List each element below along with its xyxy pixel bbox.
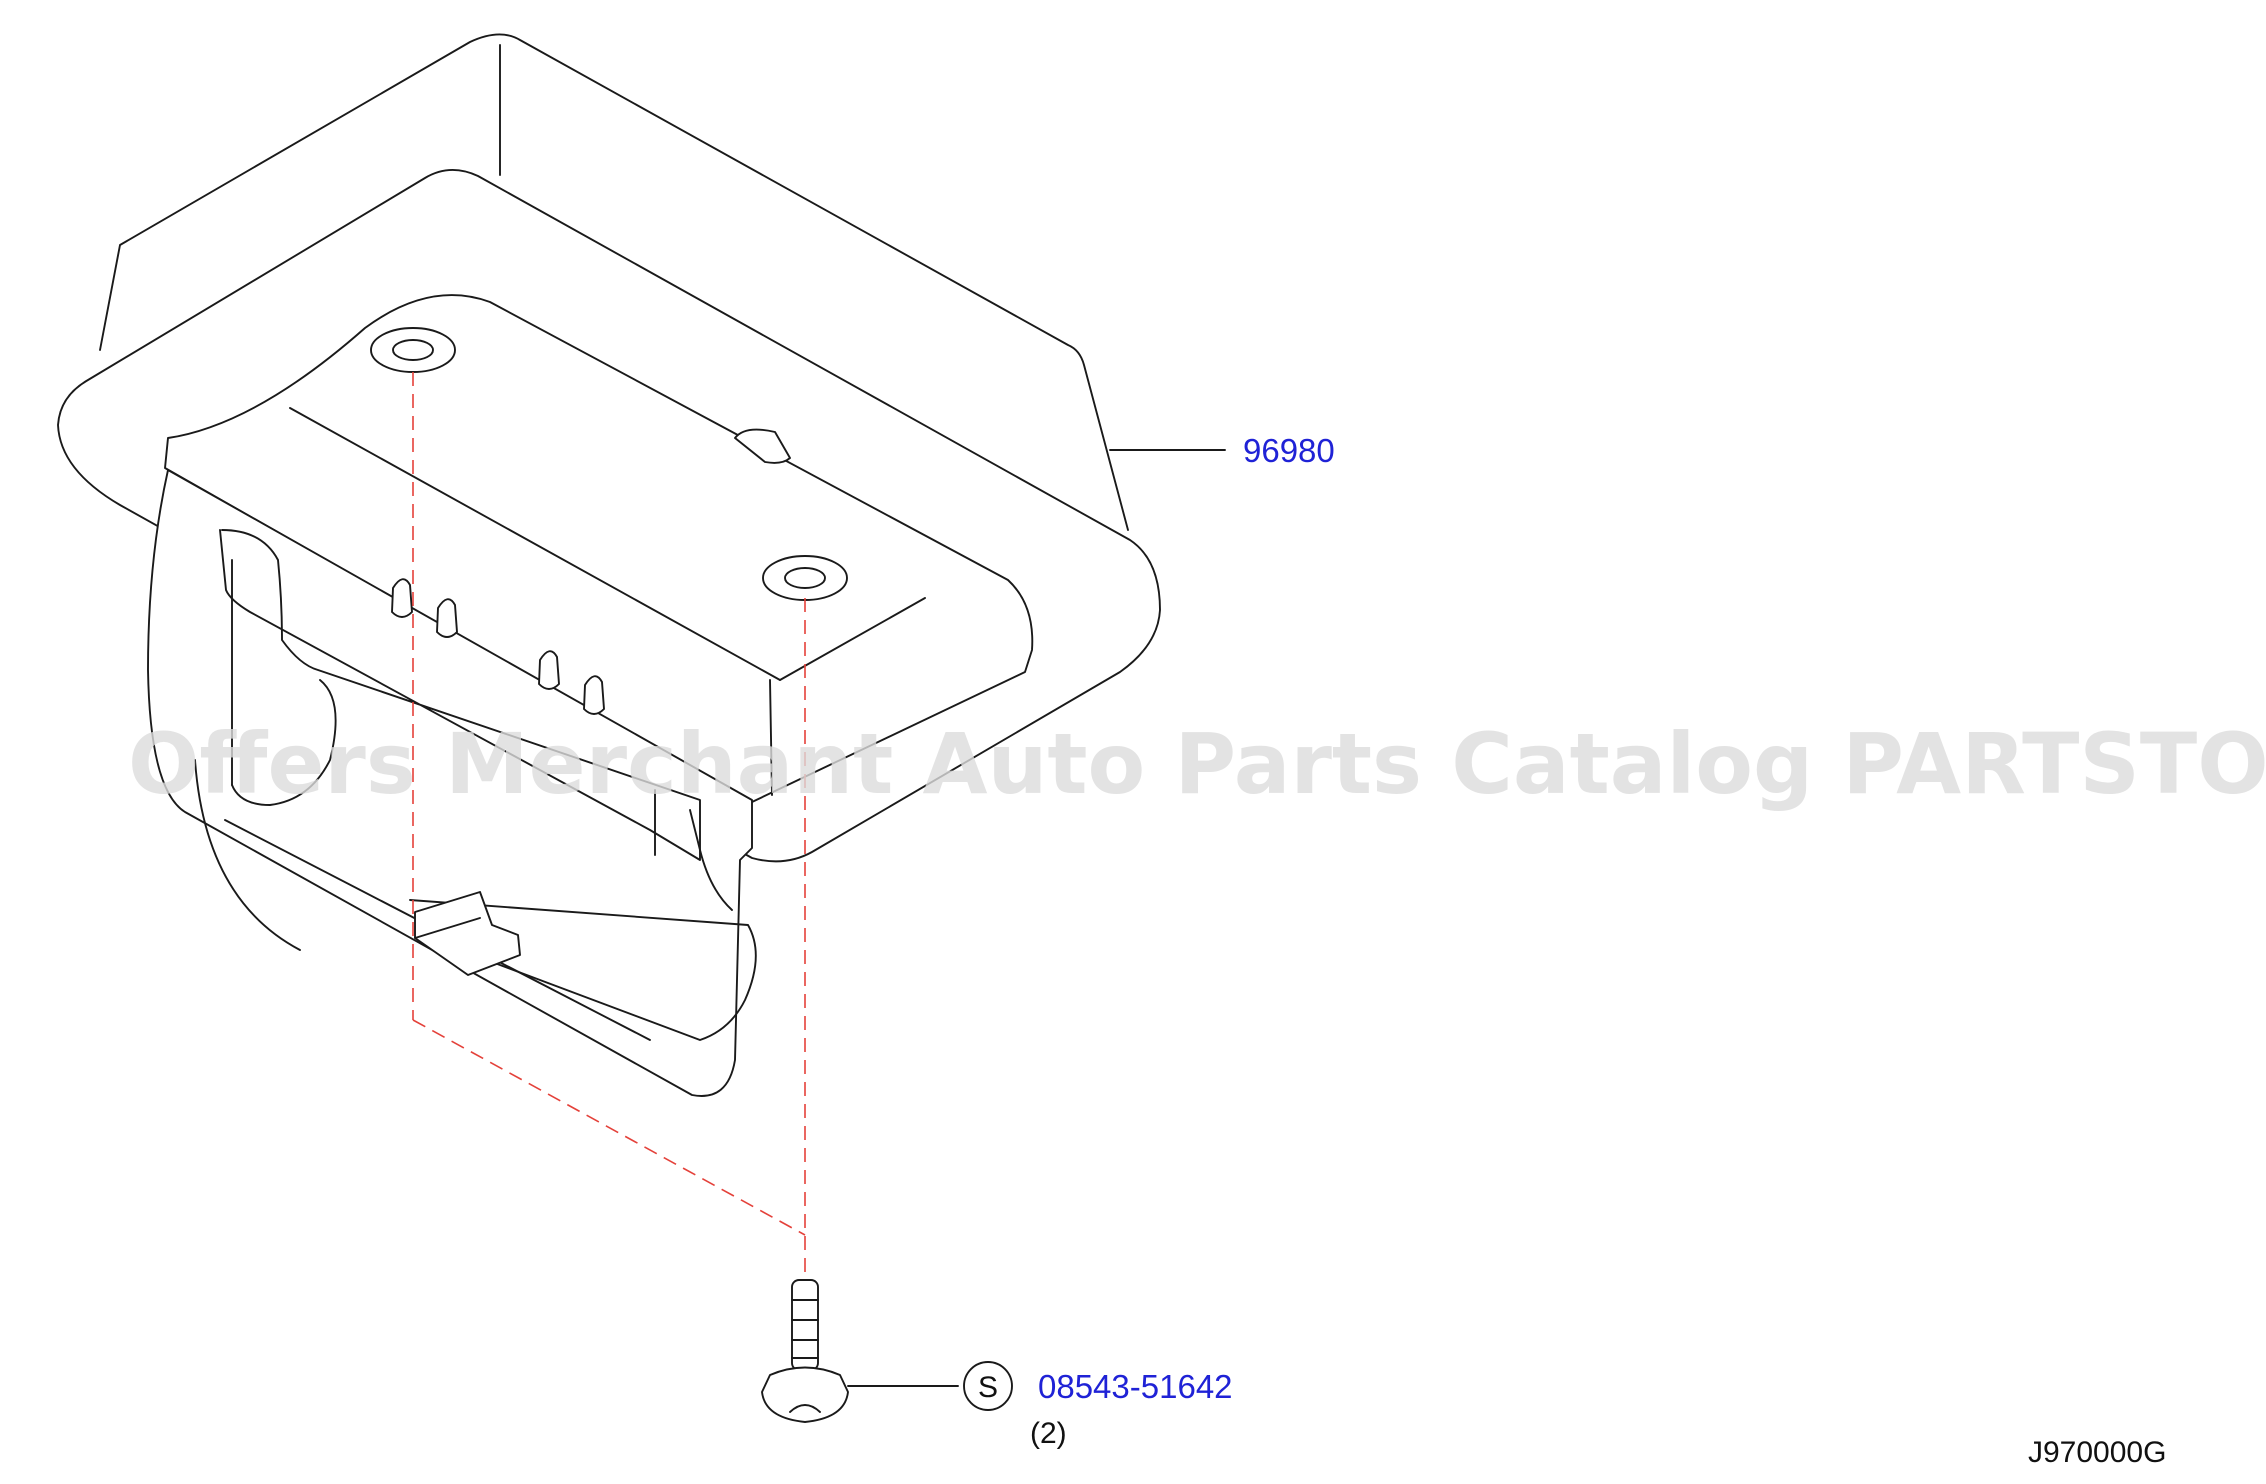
part-number-96980[interactable]: 96980	[1243, 432, 1335, 469]
screw-quantity: (2)	[1030, 1417, 1067, 1450]
housing-lens	[164, 294, 1034, 803]
housing-lower-tube	[409, 899, 757, 1041]
housing-connector	[734, 428, 791, 464]
housing-clip	[414, 891, 521, 976]
watermark-text: Offers Merchant Auto Parts Catalog PARTS…	[128, 715, 2266, 813]
housing-assembly	[57, 33, 1161, 1097]
contact-tabs	[391, 578, 605, 715]
housing-window	[219, 529, 701, 861]
mount-hole-right	[762, 555, 848, 601]
symbol-letter: S	[978, 1371, 998, 1404]
mount-hole-left	[370, 327, 456, 373]
part-number-screw[interactable]: 08543-51642	[1038, 1368, 1233, 1405]
symbol-circle	[963, 1361, 1013, 1411]
screw	[761, 1279, 849, 1423]
assembly-guide-lines	[412, 372, 806, 1275]
housing-bezel	[147, 469, 753, 1097]
housing-back-box	[99, 33, 1129, 531]
diagram-code: J970000G	[2028, 1436, 2166, 1469]
